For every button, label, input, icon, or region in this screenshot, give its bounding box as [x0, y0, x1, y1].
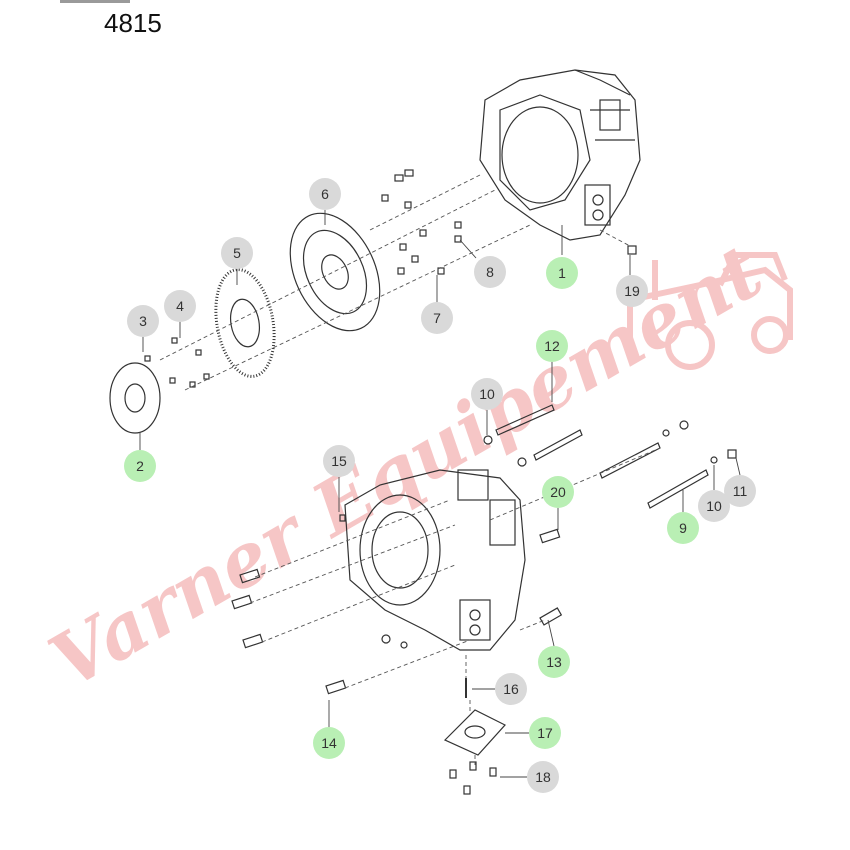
callout-badge — [536, 330, 568, 362]
callout-badge — [546, 257, 578, 289]
callout-badge — [529, 717, 561, 749]
callout-badge — [323, 445, 355, 477]
callout-label: 6 — [321, 186, 329, 202]
callout-label: 14 — [321, 735, 337, 751]
callout-label: 11 — [733, 483, 748, 499]
callout-label: 13 — [546, 654, 562, 670]
callout: 13 — [538, 646, 570, 678]
callout-label: 5 — [233, 245, 241, 261]
callout-label: 3 — [139, 313, 147, 329]
callout-badge — [313, 727, 345, 759]
callouts: 1 2 3 4 5 6 7 8 19 12 10 15 20 9 10 11 1… — [124, 178, 756, 793]
callout-label: 17 — [537, 725, 553, 741]
callout: 10 — [698, 490, 730, 522]
callout: 12 — [536, 330, 568, 362]
callout-label: 16 — [503, 681, 519, 697]
callout: 15 — [323, 445, 355, 477]
callout: 5 — [221, 237, 253, 269]
callout-badge — [667, 512, 699, 544]
callout: 8 — [474, 256, 506, 288]
callout-badge — [124, 450, 156, 482]
callout: 9 — [667, 512, 699, 544]
callout-badge — [471, 378, 503, 410]
callout-badge — [724, 475, 756, 507]
callout: 11 — [724, 475, 756, 507]
callout: 2 — [124, 450, 156, 482]
cover-plate-group — [443, 678, 506, 795]
callout-label: 2 — [136, 458, 144, 474]
lower-bolts — [231, 420, 737, 695]
callout: 16 — [495, 673, 527, 705]
lower-alignment-lines — [249, 447, 661, 765]
callout: 3 — [127, 305, 159, 337]
clutch-disc — [214, 268, 276, 378]
callout-label: 12 — [544, 338, 560, 354]
callout: 14 — [313, 727, 345, 759]
callout-label: 15 — [331, 453, 347, 469]
callout: 4 — [164, 290, 196, 322]
callout-label: 10 — [706, 498, 722, 514]
callout: 6 — [309, 178, 341, 210]
callout-badge — [474, 256, 506, 288]
callout-label: 8 — [486, 264, 494, 280]
tractor-logo — [627, 252, 793, 370]
callout-badge — [527, 761, 559, 793]
flywheel-housing — [479, 69, 641, 241]
callout: 20 — [542, 476, 574, 508]
callout-badge — [542, 476, 574, 508]
callout-label: 10 — [479, 386, 495, 402]
callout-badge — [309, 178, 341, 210]
callout-label: 9 — [679, 520, 687, 536]
callout-badge — [698, 490, 730, 522]
diagram-code: 4815 — [104, 8, 162, 38]
callout-badge — [221, 237, 253, 269]
transmission-housing — [344, 469, 526, 651]
callout-label: 19 — [624, 283, 640, 299]
callout: 7 — [421, 302, 453, 334]
callout: 1 — [546, 257, 578, 289]
pressure-plate — [289, 212, 381, 332]
callout: 19 — [616, 275, 648, 307]
long-studs — [495, 404, 709, 509]
callout-badge — [421, 302, 453, 334]
callout-badge — [495, 673, 527, 705]
callout-label: 7 — [433, 310, 441, 326]
callout: 10 — [471, 378, 503, 410]
callout-badge — [616, 275, 648, 307]
callout-label: 1 — [558, 265, 566, 281]
top-edge-mark — [60, 0, 130, 3]
callout: 18 — [527, 761, 559, 793]
callout-label: 18 — [535, 769, 551, 785]
callout-label: 20 — [550, 484, 566, 500]
upper-alignment-lines — [159, 174, 631, 391]
callout-badge — [164, 290, 196, 322]
callout-label: 4 — [176, 298, 184, 314]
callout: 17 — [529, 717, 561, 749]
callout-badge — [127, 305, 159, 337]
callout-badge — [538, 646, 570, 678]
flywheel-plate — [109, 362, 161, 434]
leader-lines — [139, 210, 741, 778]
